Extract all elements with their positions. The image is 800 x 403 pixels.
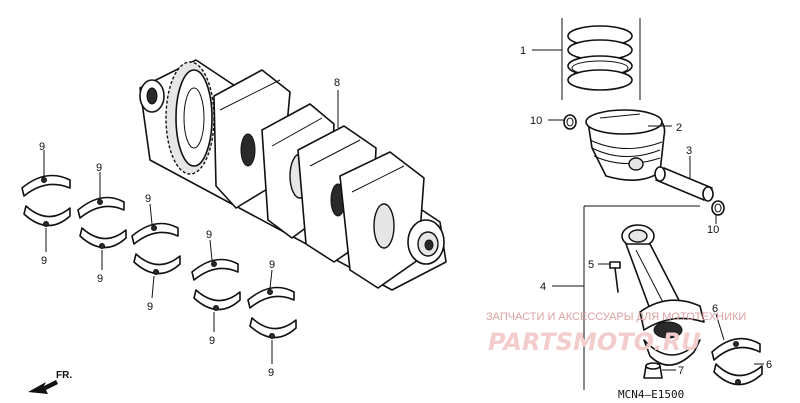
callout-9-3: 9 xyxy=(96,162,102,174)
callout-1: 1 xyxy=(520,45,526,57)
callout-9-1: 9 xyxy=(39,141,45,153)
rod-nut xyxy=(643,362,663,379)
rod-bolt xyxy=(609,261,621,293)
watermark-line-1: ЗАПЧАСТИ И АКСЕССУАРЫ ДЛЯ МОТОТЕХНИКИ xyxy=(486,311,746,323)
callout-5: 5 xyxy=(588,259,594,271)
callout-9-9: 9 xyxy=(269,259,275,271)
watermark: ЗАПЧАСТИ И АКСЕССУАРЫ ДЛЯ МОТОТЕХНИКИ PA… xyxy=(486,311,746,356)
pin-clip-top xyxy=(563,114,577,130)
callout-7: 7 xyxy=(678,365,684,377)
rod-bracket xyxy=(583,205,700,390)
bearing-leaders xyxy=(43,150,273,364)
piston-rings xyxy=(567,25,633,91)
ring-bracket xyxy=(561,18,641,100)
callout-6a: 6 xyxy=(712,303,718,315)
crank-gear xyxy=(165,61,215,175)
callout-8: 8 xyxy=(334,77,340,89)
callout-2: 2 xyxy=(676,122,682,134)
connecting-rod xyxy=(621,224,705,366)
bearing-pair-2 xyxy=(77,196,127,249)
watermark-line-2: PARTSMOTO.RU xyxy=(488,328,701,356)
front-direction-arrow: FR. xyxy=(28,370,72,394)
callout-9-7: 9 xyxy=(206,229,212,241)
callout-10a: 10 xyxy=(530,115,542,127)
callout-9-10: 9 xyxy=(268,367,274,379)
diagram-code: MCN4–E1500 xyxy=(618,388,684,401)
callout-9-5: 9 xyxy=(145,193,151,205)
callout-4: 4 xyxy=(540,281,546,293)
callout-9-6: 9 xyxy=(147,301,153,313)
direction-label: FR. xyxy=(56,370,72,381)
callout-6b: 6 xyxy=(766,359,772,371)
bearing-pair-3 xyxy=(131,222,181,275)
bearing-pair-1 xyxy=(21,174,71,227)
callout-9-2: 9 xyxy=(41,255,47,267)
callout-10b: 10 xyxy=(707,224,719,236)
callout-9-4: 9 xyxy=(97,273,103,285)
crankshaft-illustration xyxy=(139,59,447,291)
pin-clip-bottom xyxy=(711,200,725,216)
piston-pin xyxy=(654,166,714,202)
callout-3: 3 xyxy=(686,145,692,157)
bearing-pair-4 xyxy=(191,258,241,311)
callout-9-8: 9 xyxy=(209,335,215,347)
leader-6a xyxy=(715,313,725,341)
bearing-pair-5 xyxy=(247,286,297,339)
bearing-shells xyxy=(21,174,297,339)
rod-bearing-shells xyxy=(711,337,763,386)
piston xyxy=(585,109,666,181)
